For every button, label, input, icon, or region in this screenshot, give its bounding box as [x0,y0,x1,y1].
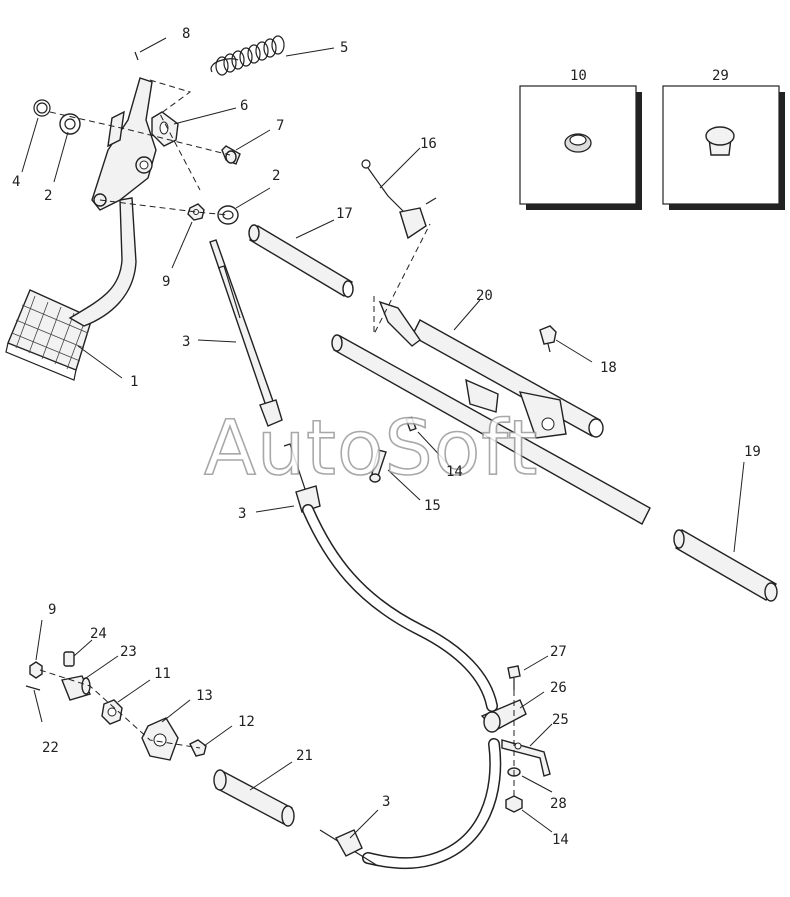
callout-21: 21 [296,748,313,764]
cross-shaft [331,334,651,525]
tube-17 [248,224,354,298]
washer-4 [33,99,51,117]
callout-9-upper: 9 [162,274,170,290]
callout-15: 15 [424,498,441,514]
callout-20: 20 [476,288,493,304]
callout-16: 16 [420,136,437,152]
callout-4: 4 [12,174,20,190]
callout-26: 26 [550,680,567,696]
callout-labels: 1 2 2 3 3 3 4 5 6 7 8 9 9 10 11 12 13 14… [12,26,761,848]
callout-29: 29 [712,68,729,84]
washer-2-right [217,205,239,225]
callout-3-cable-lower: 3 [382,794,390,810]
callout-9-lower: 9 [48,602,56,618]
switch-16 [361,159,437,240]
leader-lines [21,37,745,839]
callout-27: 27 [550,644,567,660]
callout-13: 13 [196,688,213,704]
callout-3-cable-upper: 3 [238,506,246,522]
callout-7: 7 [276,118,284,134]
sleeve-21 [213,769,295,827]
bolt-18 [539,325,557,353]
spring-5 [210,35,285,76]
callout-14-lower: 14 [552,832,569,848]
clevis-23 [61,675,91,701]
callout-3-pushrod: 3 [182,334,190,350]
callout-8: 8 [182,26,190,42]
callout-10: 10 [570,68,587,84]
clevis-6 [151,111,179,147]
callout-11: 11 [154,666,171,682]
callout-2-right: 2 [272,168,280,184]
callout-17: 17 [336,206,353,222]
pin-22 [25,685,41,691]
watermark-text: AutoSoft [204,403,538,492]
callout-18: 18 [600,360,617,376]
pedal-shaft-20 [378,300,604,439]
clutch-cable-3 [283,443,502,870]
bolt-15 [369,449,387,483]
callout-22: 22 [42,740,59,756]
callout-14-upper: 14 [446,464,463,480]
inset-box-29 [662,85,785,210]
callout-6: 6 [240,98,248,114]
nut-11 [101,699,123,725]
callout-25: 25 [552,712,569,728]
clutch-pedal-assembly [5,77,157,381]
nut-9-upper [187,203,205,221]
nut-9-lower [29,661,43,679]
callout-24: 24 [90,626,107,642]
nut-14-lower [505,795,523,813]
pushrod-3 [209,239,283,427]
bolt-27 [507,665,521,690]
clip-26 [480,699,527,733]
bracket-13 [141,717,179,761]
callout-1: 1 [130,374,138,390]
bracket-25 [501,739,551,777]
callout-2-left: 2 [44,188,52,204]
cotter-pin-8 [134,51,139,61]
callout-28: 28 [550,796,567,812]
inset-box-10 [519,85,642,210]
pin-24 [63,651,75,667]
callout-23: 23 [120,644,137,660]
rod-19 [673,528,778,602]
callout-19: 19 [744,444,761,460]
pin-7 [221,145,241,165]
washer-2-left [59,113,81,135]
callout-5: 5 [340,40,348,56]
callout-12: 12 [238,714,255,730]
pin-14-upper [405,416,417,432]
